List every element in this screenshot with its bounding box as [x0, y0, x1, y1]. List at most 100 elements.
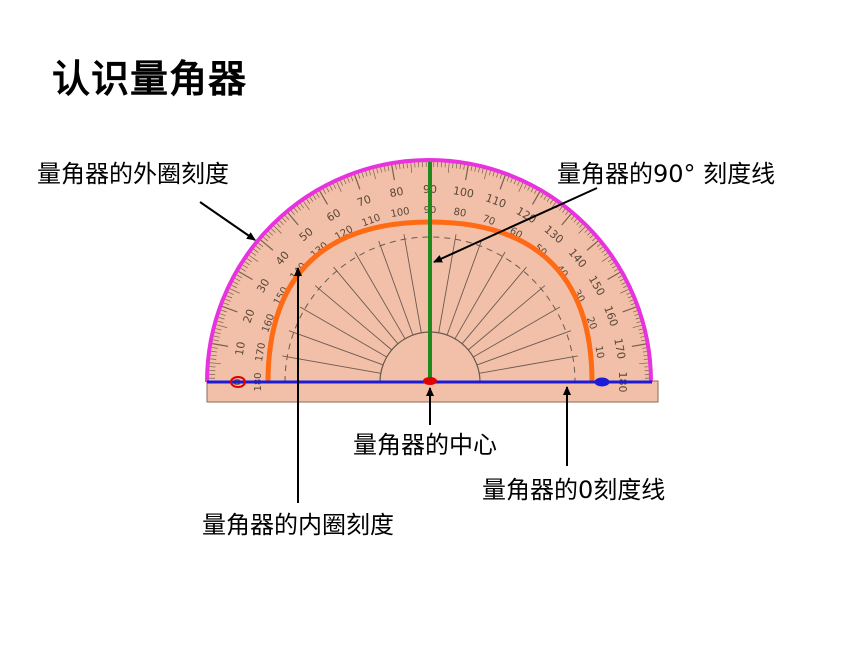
tick-mark [383, 165, 386, 172]
tick-mark [212, 339, 220, 342]
tick-mark [332, 183, 337, 189]
radial-line [454, 251, 506, 339]
tick-mark [210, 358, 217, 360]
radial-line [403, 234, 422, 333]
tick-mark [518, 181, 524, 192]
tick-mark [318, 190, 329, 205]
radial-line [288, 330, 384, 366]
tick-mark [248, 254, 259, 262]
tick-mark [276, 222, 281, 228]
radial-line [314, 285, 392, 351]
tick-mark [410, 161, 413, 173]
tick-mark [586, 239, 600, 251]
outer-scale-arc [205, 158, 653, 383]
tick-mark [226, 295, 233, 299]
tick-mark [387, 164, 390, 172]
inner-scale-number: 70 [481, 213, 497, 228]
tick-mark [578, 225, 587, 234]
tick-mark [260, 239, 274, 251]
tick-mark [258, 242, 264, 247]
tick-mark [287, 212, 299, 226]
tick-mark [372, 168, 376, 180]
tick-mark [273, 225, 282, 234]
tick-mark [325, 186, 330, 193]
tick-mark [376, 167, 379, 174]
outer-scale-number: 30 [254, 276, 272, 295]
tick-mark [218, 317, 225, 320]
tick-mark [246, 258, 252, 263]
tick-mark [365, 170, 368, 177]
radial-line [479, 355, 578, 374]
tick-mark [253, 248, 259, 253]
outer-scale-number: 70 [355, 193, 373, 210]
outer-scale-numbers: 0102030405060708090100110120130140150160… [231, 183, 629, 393]
ninety-line-label: 量角器的90° 刻度线 [557, 160, 776, 188]
tick-mark [217, 320, 224, 324]
tick-mark [622, 305, 638, 313]
radial-line [473, 306, 561, 358]
tick-mark [299, 203, 304, 209]
inner-scale-number: 10 [592, 345, 605, 359]
inner-scale-label: 量角器的内圈刻度 [202, 511, 394, 539]
tick-mark [309, 196, 314, 202]
inner-scale-number: 100 [390, 206, 411, 220]
arrow-ninety-line [433, 187, 598, 263]
tick-mark [293, 207, 298, 213]
right-zero-marker [594, 377, 610, 387]
tick-mark [339, 179, 343, 186]
tick-mark [391, 164, 395, 181]
tick-mark [343, 178, 347, 185]
tick-mark [315, 192, 320, 198]
tick-mark [395, 163, 397, 170]
tick-mark [601, 254, 612, 262]
tick-mark [346, 176, 350, 183]
tick-mark [229, 288, 240, 294]
center-point [423, 377, 437, 385]
tick-mark [251, 251, 257, 256]
tick-mark [255, 245, 261, 250]
tick-mark [607, 270, 622, 281]
tick-mark [357, 172, 361, 179]
outer-scale-number: 10 [233, 341, 248, 357]
radial-line [333, 266, 399, 344]
tick-mark [406, 162, 408, 169]
left-zero-marker [230, 376, 246, 388]
tick-mark [223, 302, 230, 306]
tick-mark [296, 205, 301, 211]
tick-mark [265, 233, 271, 239]
tick-mark [336, 181, 342, 192]
center-label: 量角器的中心 [353, 431, 497, 459]
tick-mark [361, 171, 364, 178]
tick-mark [499, 174, 507, 190]
inner-scale-number: 80 [453, 207, 467, 220]
tick-mark [306, 198, 311, 204]
tick-mark [222, 305, 238, 313]
tick-mark [236, 274, 243, 279]
tick-mark [215, 328, 222, 331]
radial-line [299, 306, 387, 358]
tick-mark [213, 335, 220, 338]
outer-scale-label: 量角器的外圈刻度 [37, 160, 229, 188]
tick-mark [284, 214, 290, 220]
tick-mark [262, 236, 268, 242]
tick-mark [219, 313, 226, 316]
tick-mark [302, 200, 310, 211]
tick-mark [232, 281, 239, 285]
outer-scale-number: 100 [452, 184, 475, 200]
tick-mark [329, 184, 333, 191]
radial-line [378, 240, 414, 336]
tick-mark [353, 174, 361, 190]
tick-mark [234, 277, 241, 282]
tick-mark [244, 261, 250, 266]
tick-mark [379, 166, 382, 173]
tick-mark [281, 217, 287, 223]
radial-line [476, 330, 572, 366]
outer-scale-number: 80 [389, 185, 405, 200]
dashed-arc [284, 236, 576, 383]
tick-mark [214, 331, 221, 334]
tick-mark [240, 267, 246, 272]
tick-mark [322, 188, 327, 195]
tick-mark [268, 231, 273, 236]
tick-mark [212, 343, 229, 347]
tick-mark [270, 228, 276, 233]
